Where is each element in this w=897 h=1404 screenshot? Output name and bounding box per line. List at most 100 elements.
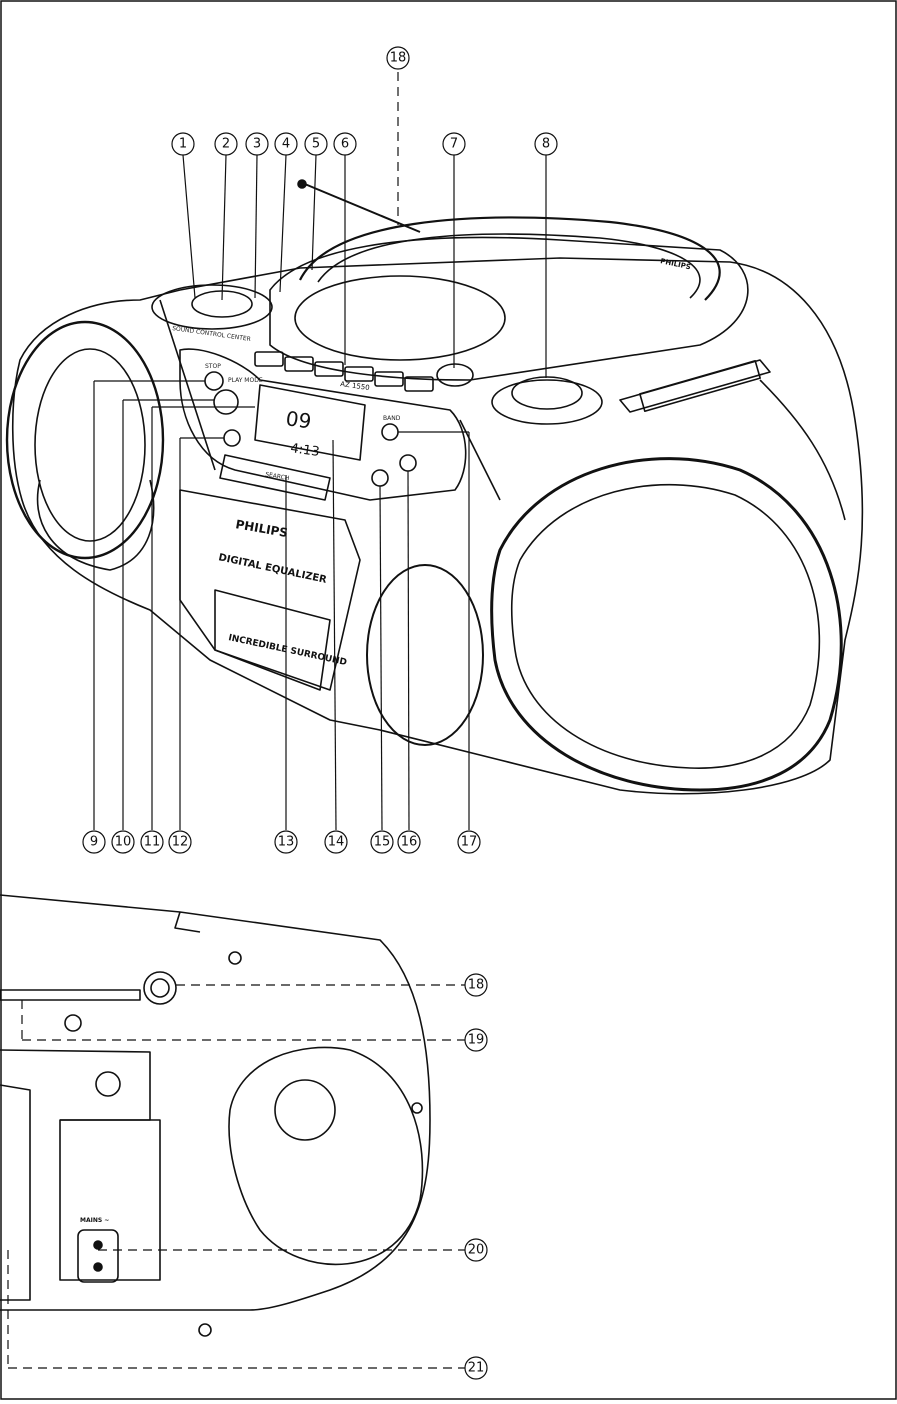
- prog-button: [223, 429, 241, 447]
- left-speaker-rim: [5, 320, 165, 560]
- device-print: PHILIPS PHILIPS DIGITAL EQUALIZER INCRED…: [172, 257, 692, 668]
- callout-4-label: 4: [282, 137, 290, 152]
- mains-panel: [59, 1119, 161, 1281]
- callout-10: 10: [111, 830, 135, 854]
- tuning-knob: [511, 376, 583, 410]
- callout-3: 3: [245, 132, 269, 156]
- body-seam-3: [759, 379, 846, 521]
- callout-9: 9: [82, 830, 106, 854]
- body-seam-1: [159, 299, 216, 471]
- callout-18-bottom-label: 18: [468, 978, 485, 993]
- cassette-door: [214, 589, 331, 691]
- cd-window: [294, 275, 506, 361]
- callout-18-bottom: 18: [464, 973, 488, 997]
- callout-11-label: 11: [144, 835, 161, 850]
- mains-pin-bottom: [93, 1262, 103, 1272]
- callout-10-label: 10: [115, 835, 132, 850]
- left-speaker-lower: [36, 479, 155, 571]
- sound-control-knob-outer: [151, 284, 273, 330]
- callout-5: 5: [304, 132, 328, 156]
- control-panel: [179, 348, 467, 501]
- callout-20: 20: [464, 1238, 488, 1262]
- lcd-time: 4:13: [289, 441, 320, 460]
- speaker-recess: [228, 1046, 424, 1266]
- band-label: BAND: [383, 415, 401, 422]
- screw-1: [228, 951, 242, 965]
- left-speaker-inner: [34, 348, 146, 542]
- antenna-rod: [0, 989, 141, 1001]
- callout-15-label: 15: [374, 835, 391, 850]
- lcd-track: 09: [284, 406, 313, 433]
- stop-button: [204, 371, 224, 391]
- screw-5: [198, 1323, 212, 1337]
- callout-18-top-label: 18: [390, 51, 407, 66]
- incredible-surround-label: INCREDIBLE SURROUND: [227, 633, 347, 668]
- antenna-hinge: [143, 971, 177, 1005]
- callout-19: 19: [464, 1028, 488, 1052]
- screw-4: [411, 1102, 423, 1114]
- rear-view: [0, 894, 431, 1337]
- battery-compartment: [0, 1084, 31, 1301]
- stop-label: STOP: [205, 363, 221, 370]
- body-seam-2: [459, 419, 501, 501]
- dbb-button: [399, 454, 417, 472]
- mode-button: [371, 469, 389, 487]
- band-button: [381, 423, 399, 441]
- carry-handle-inner: [317, 233, 701, 299]
- callout-21: 21: [464, 1356, 488, 1380]
- right-speaker-inner: [510, 483, 821, 769]
- digital-equalizer-label: DIGITAL EQUALIZER: [217, 552, 328, 586]
- callout-6-label: 6: [341, 137, 349, 152]
- callout-1: 1: [171, 132, 195, 156]
- mains-socket: [77, 1229, 119, 1283]
- callout-2-label: 2: [222, 137, 230, 152]
- leader-lines: [7, 72, 547, 1369]
- tuning-knob-base: [491, 379, 603, 425]
- carry-handle: [299, 216, 721, 301]
- callout-7: 7: [442, 132, 466, 156]
- rear-top-bar: [174, 911, 201, 933]
- sound-control-center-label: SOUND CONTROL CENTER: [172, 325, 251, 343]
- search-label: SEARCH: [265, 471, 290, 482]
- callout-12: 12: [168, 830, 192, 854]
- tuning-window: [639, 360, 761, 412]
- callout-17: 17: [457, 830, 481, 854]
- callout-5-label: 5: [312, 137, 320, 152]
- callout-21-label: 21: [468, 1361, 485, 1376]
- callout-12-label: 12: [172, 835, 189, 850]
- callout-13: 13: [274, 830, 298, 854]
- callout-7-label: 7: [450, 137, 458, 152]
- callout-3-label: 3: [253, 137, 261, 152]
- screw-3: [95, 1071, 121, 1097]
- callout-16-label: 16: [401, 835, 418, 850]
- callout-6: 6: [333, 132, 357, 156]
- callout-4: 4: [274, 132, 298, 156]
- antenna-tip: [297, 179, 307, 189]
- callout-20-label: 20: [468, 1243, 485, 1258]
- antenna-hinge-inner: [150, 978, 170, 998]
- rear-housing: [0, 894, 431, 1311]
- callout-13-label: 13: [278, 835, 295, 850]
- mains-label: MAINS ~: [80, 1217, 109, 1224]
- callout-8: 8: [534, 132, 558, 156]
- callout-8-label: 8: [542, 137, 550, 152]
- cd-open-button: [436, 363, 474, 387]
- mains-pin-top: [93, 1240, 103, 1250]
- cassette-keys: [254, 351, 434, 392]
- brand-top: PHILIPS: [660, 257, 692, 271]
- callout-2: 2: [214, 132, 238, 156]
- callout-14: 14: [324, 830, 348, 854]
- callout-9-label: 9: [90, 835, 98, 850]
- model-label: AZ 1550: [340, 380, 370, 392]
- front-small-speaker: [366, 564, 484, 746]
- callout-16: 16: [397, 830, 421, 854]
- lcd-display: [254, 384, 366, 461]
- callout-11: 11: [140, 830, 164, 854]
- brand-front: PHILIPS: [234, 517, 288, 540]
- right-speaker-rim: [490, 457, 843, 792]
- search-keys: [219, 454, 331, 501]
- play-pause-button: [213, 389, 239, 415]
- callout-14-label: 14: [328, 835, 345, 850]
- boombox-illustration: [5, 179, 864, 795]
